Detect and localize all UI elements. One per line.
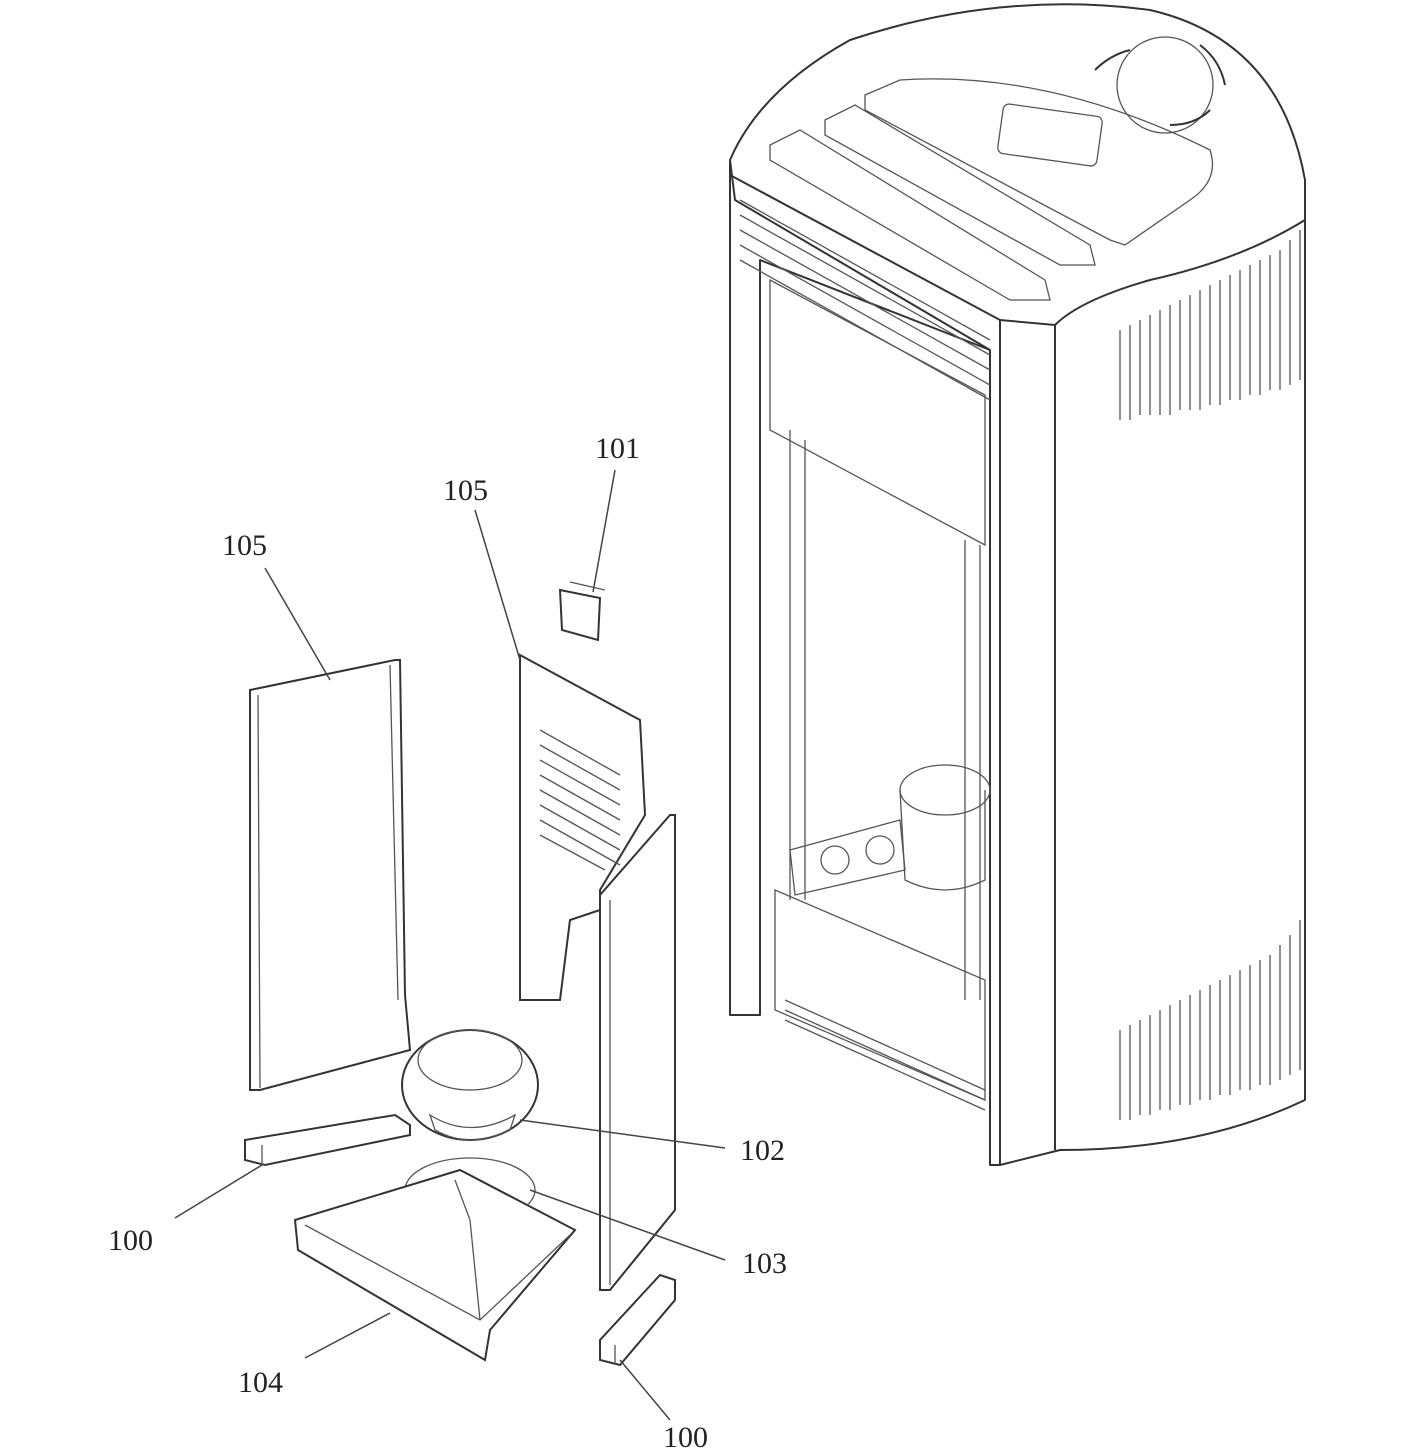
stove-body: [729, 3, 1306, 1166]
part-104-tray: [293, 1168, 577, 1362]
part-105-left-panel: [249, 659, 412, 1091]
part-101-bracket: [558, 581, 606, 642]
label-104: 104: [238, 1366, 283, 1399]
part-100-bottom-support: [599, 1273, 676, 1367]
label-102: 102: [740, 1134, 785, 1167]
label-101: 101: [595, 432, 640, 465]
part-102-burn-pot: [401, 1029, 539, 1141]
label-105-left: 105: [222, 529, 267, 562]
label-105-mid: 105: [443, 474, 488, 507]
leader-lines: [174, 469, 726, 1421]
label-100-left: 100: [108, 1224, 153, 1257]
corner-panel: [599, 814, 676, 1291]
part-100-left-support: [244, 1113, 411, 1167]
label-100-bottom: 100: [663, 1421, 708, 1454]
label-103: 103: [742, 1247, 787, 1280]
